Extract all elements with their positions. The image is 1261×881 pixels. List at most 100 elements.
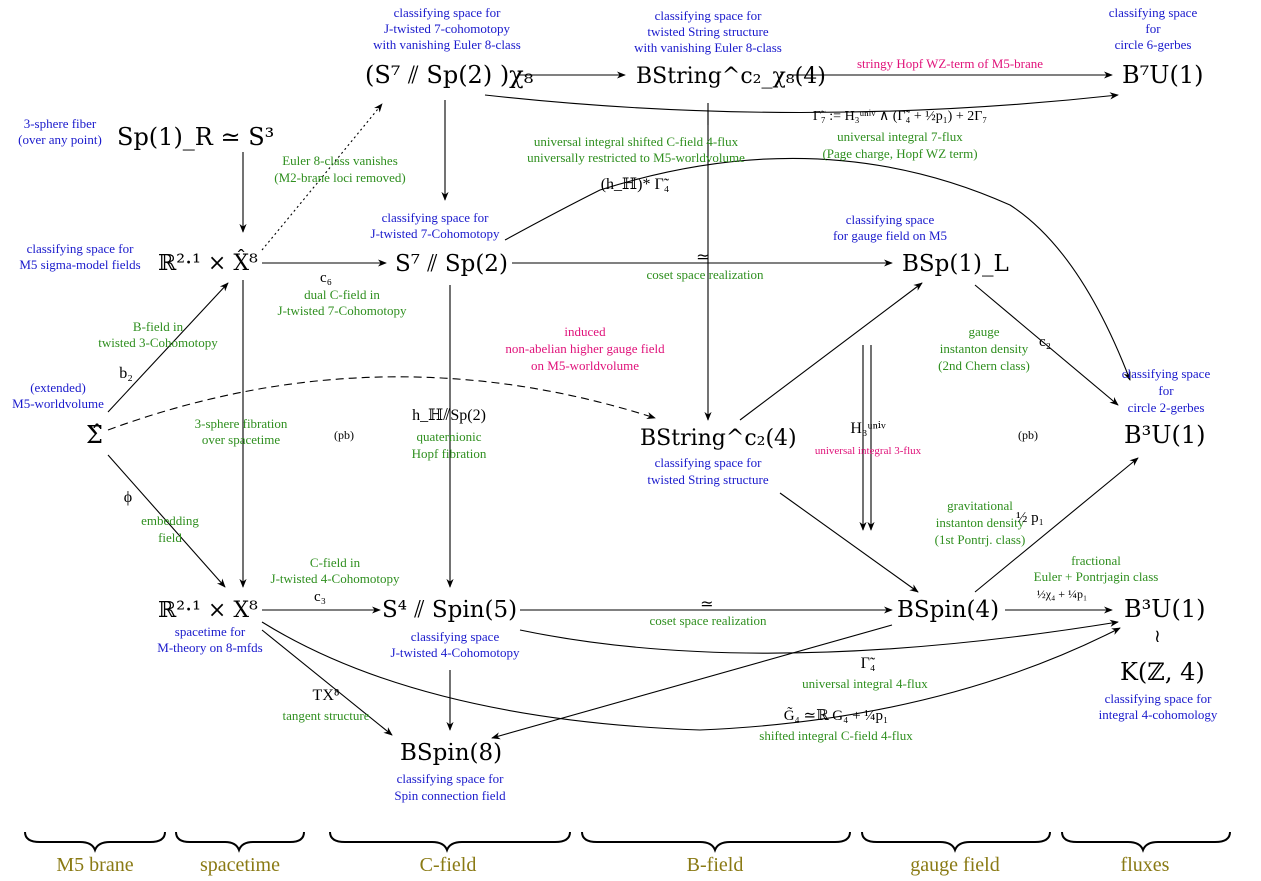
label-line: spacetime for	[175, 624, 246, 639]
label-line: Γ̃₇ := H₃ᵘⁿⁱᵛ ∧ (Γ̃₄ + ½p₁) + 2Γ₇	[813, 109, 987, 124]
node-bstring-c2: BString^c₂(4)	[640, 426, 797, 451]
label-c6: c₆	[320, 270, 332, 286]
label-line: non-abelian higher gauge field	[505, 341, 665, 356]
node-bsp1l: BSp(1)_L	[902, 251, 1009, 277]
label-line: M5 sigma-model fields	[19, 257, 140, 272]
node-bspin4: BSpin(4)	[897, 597, 999, 623]
label-ext-m5: (extended)M5-worldvolume	[12, 380, 104, 411]
label-gamma7-formula: Γ̃₇ := H₃ᵘⁿⁱᵛ ∧ (Γ̃₄ + ½p₁) + 2Γ₇	[813, 109, 987, 124]
label-line: stringy Hopf WZ-term of M5-brane	[857, 56, 1043, 71]
label-line: (Page charge, Hopf WZ term)	[822, 146, 977, 161]
arrow-r21x8-to-bspin8	[261, 629, 393, 736]
arrow-r21x8-to-b3u1bot-curved	[261, 621, 1121, 731]
label-line: J-twisted 7-cohomotopy	[384, 21, 511, 36]
column-m5-brane: M5 brane	[56, 854, 133, 876]
label-line: universal integral 4-flux	[802, 676, 928, 691]
label-line: over spacetime	[202, 432, 281, 447]
label-line: (1st Pontrj. class)	[935, 532, 1026, 547]
label-line: fractional	[1071, 553, 1121, 568]
label-c3: c₃	[314, 589, 326, 605]
node-s7-sp2-chi8: (S⁷ ⫽ Sp(2) )χ₈	[365, 61, 533, 89]
label-univ-4flux: universal integral 4-flux	[802, 676, 928, 691]
label-line: (pb)	[1018, 428, 1038, 442]
label-line: B-field in	[133, 319, 184, 334]
brace-cfield	[329, 831, 571, 853]
label-line: classifying space for	[382, 210, 490, 225]
label-simeq-bot: ≃	[700, 596, 713, 613]
label-line: for	[1145, 21, 1161, 36]
label-gamma4: Γ̃₄	[861, 655, 876, 672]
label-line: for gauge field on M5	[833, 228, 947, 243]
node-bspin8: BSpin(8)	[400, 740, 502, 766]
label-line: for	[1158, 383, 1174, 398]
label-line: ϕ	[124, 489, 132, 506]
label-line: gauge	[968, 324, 999, 339]
column-titles: M5 brane spacetime C-field B-field gauge…	[56, 854, 1169, 876]
label-line: h_ℍ⫽Sp(2)	[412, 407, 486, 424]
label-line: quaternionic	[417, 429, 482, 444]
label-line: TX⁸	[313, 687, 340, 704]
arrow-bstring-to-bspin4	[779, 492, 919, 593]
label-line: C-field in	[310, 555, 361, 570]
label-hopf-wz: stringy Hopf WZ-term of M5-brane	[857, 56, 1043, 71]
node-iso-sym: ≀	[1154, 626, 1161, 647]
label-univ-7flux: universal integral 7-flux(Page charge, H…	[822, 129, 977, 161]
column-gauge-field: gauge field	[910, 854, 999, 876]
label-half-p1: ½ p₁	[1016, 510, 1044, 526]
label-line: J-twisted 7-Cohomotopy	[371, 226, 500, 241]
label-line: ½χ₄ + ¼p₁	[1037, 587, 1087, 601]
label-line: Spin connection field	[394, 788, 506, 803]
arrow-bspin4-to-bspin8	[491, 624, 893, 740]
label-c2: c₂	[1039, 334, 1051, 350]
label-line: instanton density	[940, 341, 1029, 356]
label-line: c₂	[1039, 334, 1051, 350]
label-line: (M2-brane loci removed)	[274, 170, 405, 185]
label-line: (2nd Chern class)	[938, 358, 1030, 373]
label-line: with vanishing Euler 8-class	[373, 37, 521, 52]
arrow-s7chi8-to-b7u1-curved	[484, 92, 1119, 114]
label-frac-formula: ½χ₄ + ¼p₁	[1037, 587, 1087, 601]
node-sigma-hat: Σ̂	[86, 421, 103, 449]
label-hH-gamma4: (h_ℍ)* Γ̃₄	[601, 176, 670, 193]
label-line: H₃ᵘⁿⁱᵛ	[850, 420, 886, 437]
label-line: (extended)	[30, 380, 86, 395]
label-tangent: tangent structure	[283, 708, 370, 723]
label-line: twisted 3-Cohomotopy	[98, 335, 218, 350]
label-line: dual C-field in	[304, 287, 380, 302]
label-line: ½ p₁	[1016, 510, 1044, 526]
label-sphere-fiber: 3-sphere fiber(over any point)	[18, 116, 102, 147]
label-g4-formula: G̃₄ ≃ℝ G₄ + ¼p₁	[784, 707, 889, 724]
label-pb-right: (pb)	[1018, 428, 1038, 442]
label-line: field	[158, 530, 182, 545]
column-fluxes: fluxes	[1121, 854, 1170, 876]
label-line: universal integral shifted C-field 4-flu…	[534, 134, 739, 149]
label-line: universally restricted to M5-worldvolume	[527, 150, 745, 165]
node-b3u1-top: B³U(1)	[1124, 421, 1205, 449]
label-line: (over any point)	[18, 132, 102, 147]
arrow-s7sp2-hH-gamma4-to-b3u1	[504, 157, 1131, 381]
label-b2: b₂	[119, 365, 133, 382]
label-simeq-top: ≃	[696, 249, 709, 266]
label-line: b₂	[119, 365, 133, 382]
label-line: J-twisted 7-Cohomotopy	[278, 303, 407, 318]
label-line: classifying space	[1109, 5, 1198, 20]
label-euler-vanish: Euler 8-class vanishes(M2-brane loci rem…	[274, 153, 405, 185]
label-line: twisted String structure	[647, 24, 769, 39]
label-line: ≃	[700, 596, 713, 613]
